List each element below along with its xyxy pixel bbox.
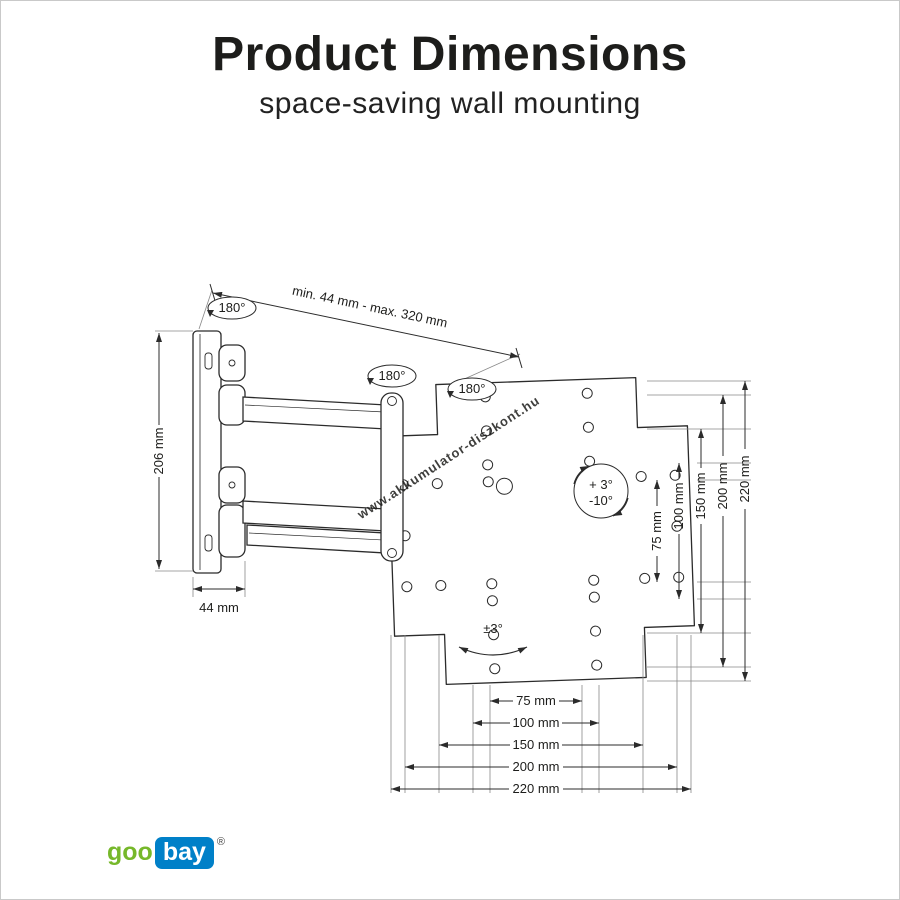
brand-logo: goo bay ® — [107, 837, 225, 869]
tilt-indicator: + 3° -10° — [573, 463, 629, 519]
arm-range-label: min. 44 mm - max. 320 mm — [291, 283, 449, 331]
articulated-arms — [242, 396, 388, 554]
vesa-horizontal-220: 220 mm — [513, 781, 560, 796]
vesa-horizontal-200: 200 mm — [513, 759, 560, 774]
vesa-horizontal-150: 150 mm — [513, 737, 560, 752]
logo-goo: goo — [107, 838, 153, 866]
logo-bay: bay — [154, 837, 214, 869]
vesa-vertical-100: 100 mm — [671, 483, 686, 530]
vesa-vertical-150: 150 mm — [693, 473, 708, 520]
vesa-vertical-75: 75 mm — [649, 511, 664, 551]
level-label: ±3° — [483, 621, 503, 636]
level-indicator: ±3° — [458, 621, 528, 656]
right-extension-lines — [647, 380, 751, 682]
bracket-height-dimension — [155, 330, 193, 572]
bracket-depth-dimension — [192, 561, 246, 597]
page-subtitle: space-saving wall mounting — [259, 87, 641, 120]
vesa-vertical-dimensions — [654, 381, 748, 681]
swivel-arm-label: 180° — [379, 368, 406, 383]
swivel-plate-label: 180° — [459, 381, 486, 396]
swivel-plate-indicator: 180° — [447, 377, 497, 401]
hinge-bar — [380, 392, 404, 562]
swivel-wall-label: 180° — [219, 300, 246, 315]
registered-mark: ® — [216, 836, 226, 848]
bracket-depth-label: 44 mm — [199, 600, 239, 615]
swivel-wall-indicator: 180° — [207, 296, 257, 320]
tilt-down-label: -10° — [589, 493, 613, 508]
vesa-vertical-220: 220 mm — [737, 456, 752, 503]
page-title: Product Dimensions — [212, 28, 688, 81]
tilt-up-label: + 3° — [589, 477, 613, 492]
vesa-vertical-200: 200 mm — [715, 463, 730, 510]
vesa-horizontal-75: 75 mm — [516, 693, 556, 708]
bracket-height-label: 206 mm — [151, 428, 166, 475]
vesa-horizontal-100: 100 mm — [513, 715, 560, 730]
vesa-horizontal-dimensions — [391, 698, 691, 792]
swivel-arm-indicator: 180° — [367, 364, 417, 388]
wall-bracket — [192, 330, 246, 574]
